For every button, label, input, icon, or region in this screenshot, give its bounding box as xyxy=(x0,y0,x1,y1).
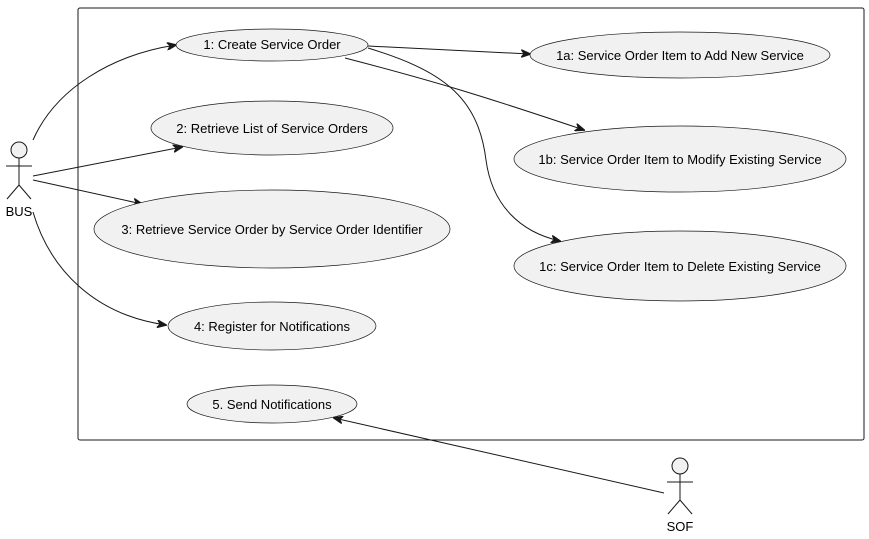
edge-bus-uc2 xyxy=(32,147,182,177)
use-case-1b: 1b: Service Order Item to Modify Existin… xyxy=(513,125,847,193)
edge-uc1-uc1b xyxy=(344,57,584,130)
actor-sof-figure xyxy=(667,457,693,515)
edge-uc1-uc1a xyxy=(367,45,530,54)
edge-sof-uc5 xyxy=(334,418,665,494)
actor-sof-label: SOF xyxy=(667,519,694,534)
actor-sof: SOF xyxy=(667,457,694,534)
use-case-1c-label: 1c: Service Order Item to Delete Existin… xyxy=(539,259,821,274)
use-case-3-label: 3: Retrieve Service Order by Service Ord… xyxy=(121,222,423,237)
use-case-4-label: 4: Register for Notifications xyxy=(194,319,351,334)
system-boundary xyxy=(77,7,865,441)
edge-bus-uc4 xyxy=(32,211,166,325)
use-case-2-label: 2: Retrieve List of Service Orders xyxy=(176,121,368,136)
actor-bus-figure xyxy=(6,141,32,200)
use-case-3: 3: Retrieve Service Order by Service Ord… xyxy=(93,189,451,269)
use-case-2: 2: Retrieve List of Service Orders xyxy=(150,100,394,156)
edge-uc1-uc1c xyxy=(367,47,560,241)
use-case-4: 4: Register for Notifications xyxy=(167,301,377,351)
edge-bus-uc3 xyxy=(32,179,142,204)
use-case-1a: 1a: Service Order Item to Add New Servic… xyxy=(529,31,831,79)
use-case-1c: 1c: Service Order Item to Delete Existin… xyxy=(513,230,847,302)
use-case-1a-label: 1a: Service Order Item to Add New Servic… xyxy=(556,48,804,63)
use-case-1b-label: 1b: Service Order Item to Modify Existin… xyxy=(538,152,821,167)
actor-bus-label: BUS xyxy=(6,204,33,219)
use-case-5-label: 5. Send Notifications xyxy=(212,397,332,412)
edge-bus-uc1 xyxy=(32,45,176,141)
use-case-5: 5. Send Notifications xyxy=(186,384,358,424)
use-case-1: 1: Create Service Order xyxy=(175,28,369,62)
actor-bus: BUS xyxy=(6,141,33,219)
use-case-1-label: 1: Create Service Order xyxy=(203,37,341,52)
